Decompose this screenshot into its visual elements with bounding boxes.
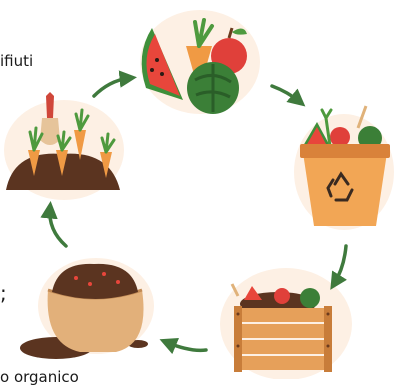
wooden-compost-crate-icon bbox=[220, 268, 352, 379]
cycle-arrow-3 bbox=[166, 342, 206, 350]
compost-sack-icon bbox=[20, 258, 154, 359]
fruit-vegetables-icon bbox=[140, 10, 260, 114]
cycle-arrow-4 bbox=[50, 208, 66, 246]
cycle-arrow-1 bbox=[272, 86, 300, 102]
recycling-bin-icon bbox=[294, 106, 394, 230]
cycle-arrow-5 bbox=[94, 78, 130, 96]
sprouting-carrots-icon bbox=[4, 92, 124, 200]
cycle-arrow-2 bbox=[334, 246, 346, 284]
